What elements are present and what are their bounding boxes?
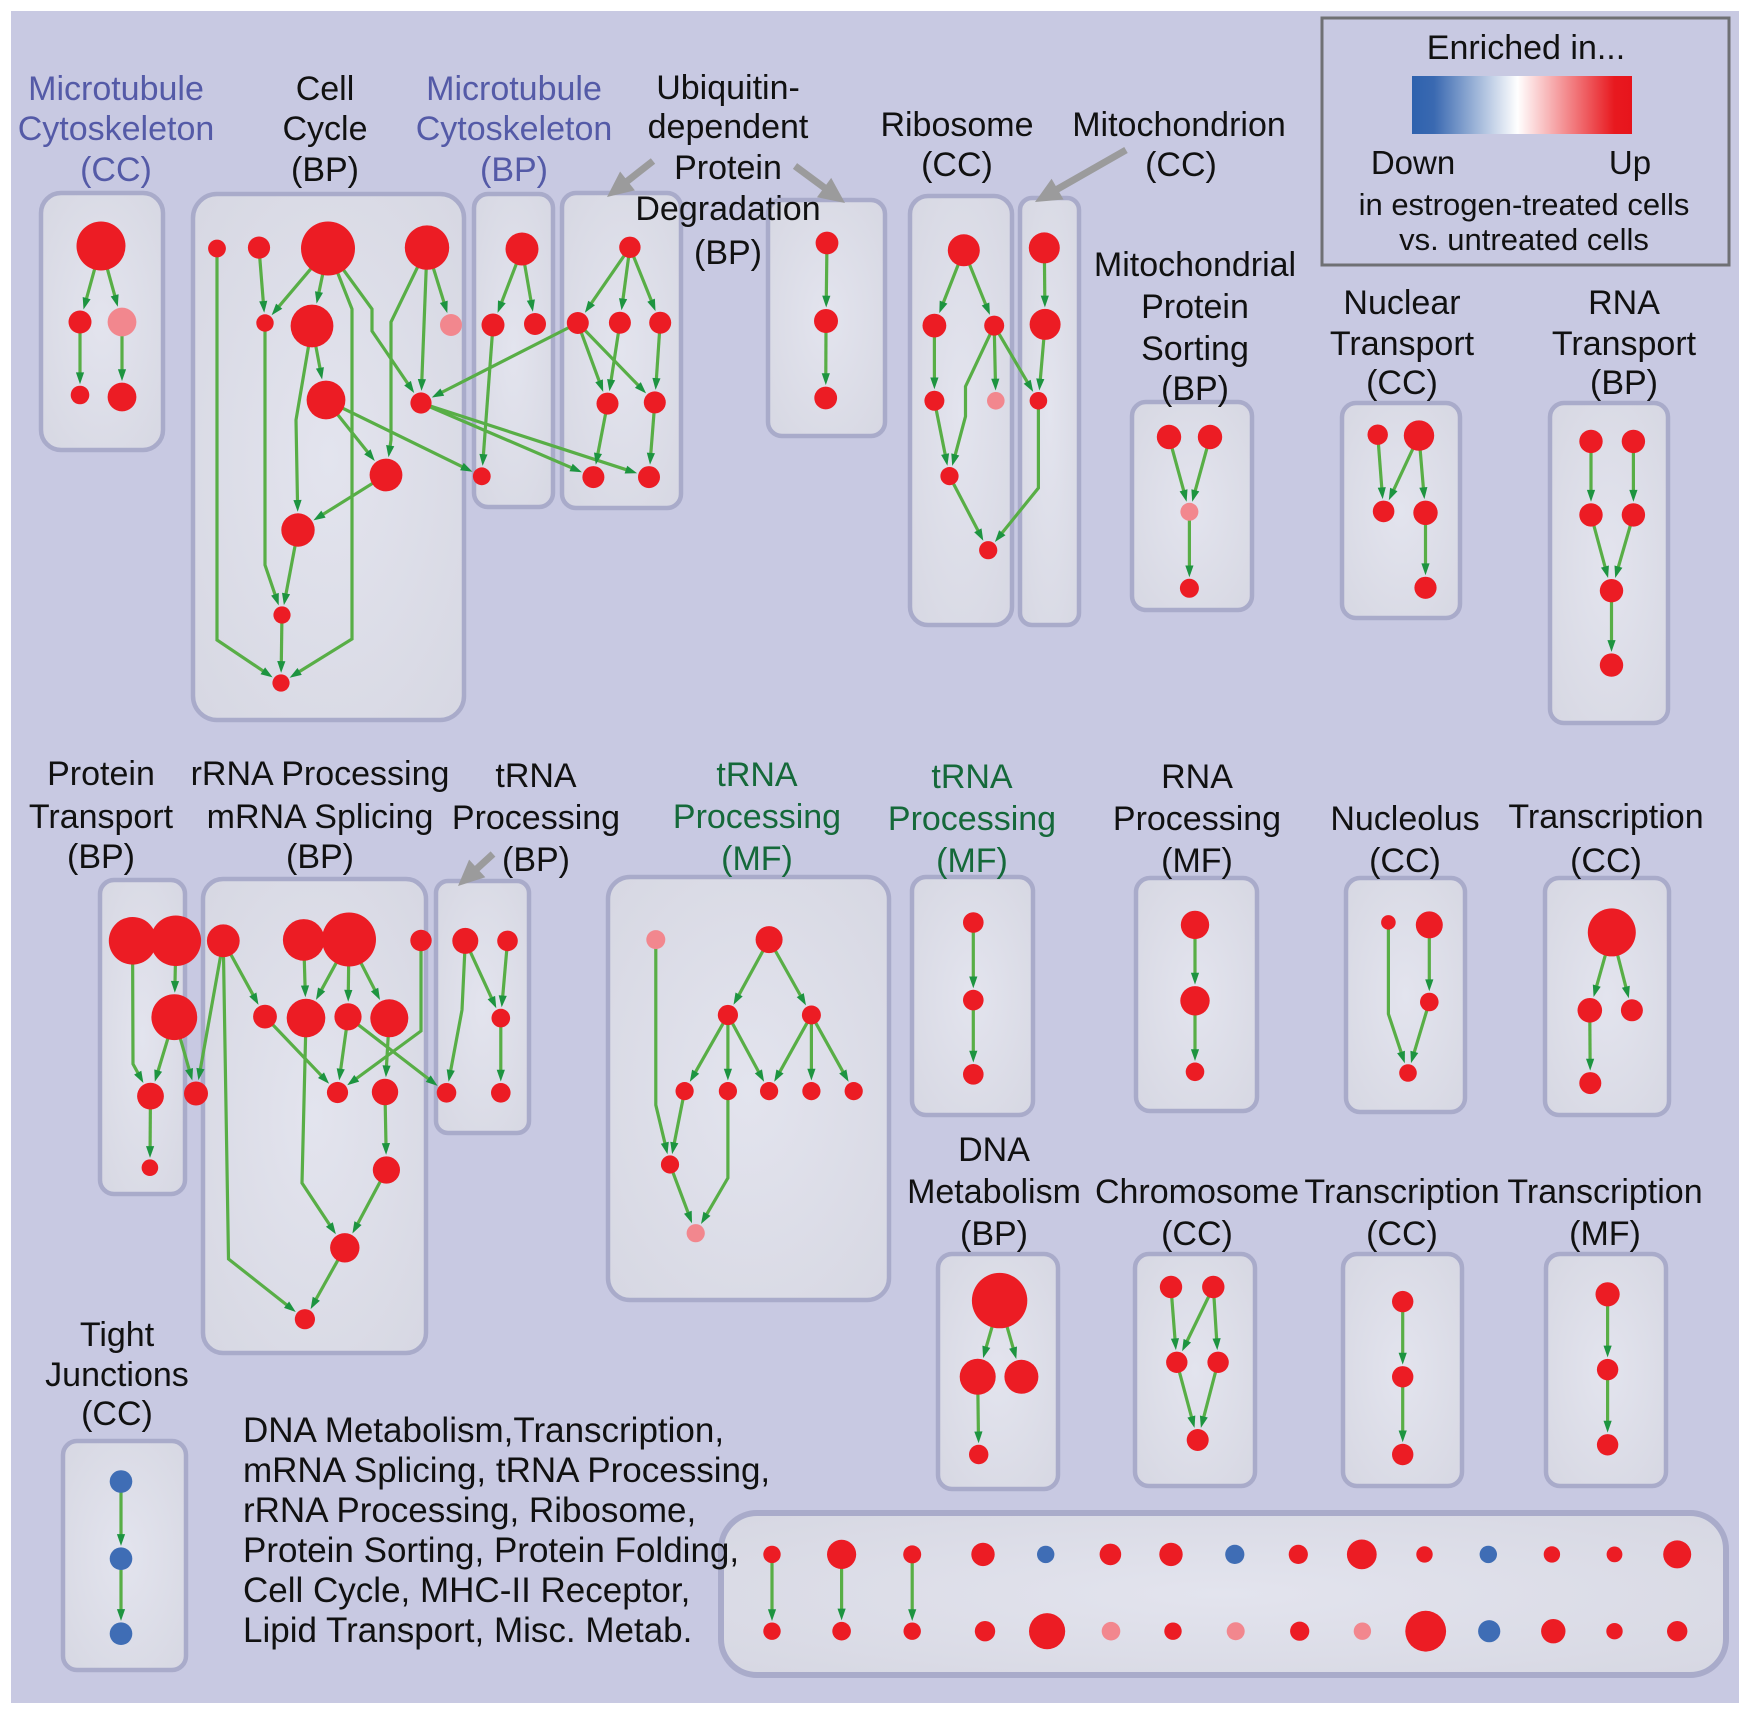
svg-text:(BP): (BP) <box>694 234 762 272</box>
svg-text:Processing: Processing <box>888 800 1056 838</box>
svg-text:in estrogen-treated cells: in estrogen-treated cells <box>1359 187 1690 222</box>
svg-text:Chromosome: Chromosome <box>1095 1173 1299 1211</box>
svg-text:Processing: Processing <box>1113 800 1281 838</box>
svg-text:(CC): (CC) <box>921 146 993 184</box>
svg-text:(CC): (CC) <box>1145 146 1217 184</box>
svg-text:(BP): (BP) <box>502 841 570 879</box>
svg-text:tRNA: tRNA <box>495 757 577 795</box>
svg-text:Ribosome: Ribosome <box>880 106 1033 144</box>
svg-text:(BP): (BP) <box>286 838 354 876</box>
svg-text:Microtubule: Microtubule <box>426 70 602 108</box>
svg-text:Nuclear: Nuclear <box>1343 284 1460 322</box>
svg-text:Transport: Transport <box>29 798 174 836</box>
svg-text:Cell Cycle, MHC-II Receptor,: Cell Cycle, MHC-II Receptor, <box>243 1571 690 1610</box>
svg-text:Cytoskeleton: Cytoskeleton <box>416 110 613 148</box>
svg-text:(MF): (MF) <box>1161 842 1233 880</box>
svg-text:vs. untreated cells: vs. untreated cells <box>1399 222 1649 257</box>
svg-text:Degradation: Degradation <box>635 190 820 228</box>
svg-text:(BP): (BP) <box>960 1215 1028 1253</box>
svg-text:Transcription: Transcription <box>1508 798 1703 836</box>
svg-text:DNA Metabolism,Transcription,: DNA Metabolism,Transcription, <box>243 1411 724 1450</box>
svg-text:(MF): (MF) <box>1569 1215 1641 1253</box>
svg-text:Tight: Tight <box>80 1316 155 1354</box>
svg-text:(CC): (CC) <box>1161 1215 1233 1253</box>
svg-text:Junctions: Junctions <box>45 1356 189 1394</box>
svg-text:DNA: DNA <box>958 1131 1030 1169</box>
svg-text:Protein Sorting, Protein Foldi: Protein Sorting, Protein Folding, <box>243 1531 739 1570</box>
svg-text:Nucleolus: Nucleolus <box>1330 800 1479 838</box>
svg-text:Ubiquitin-: Ubiquitin- <box>656 69 800 107</box>
svg-text:tRNA: tRNA <box>716 756 798 794</box>
svg-text:Metabolism: Metabolism <box>907 1173 1081 1211</box>
svg-text:Cycle: Cycle <box>282 110 367 148</box>
svg-text:mRNA Splicing: mRNA Splicing <box>207 798 434 836</box>
svg-text:Down: Down <box>1371 144 1455 181</box>
svg-text:Microtubule: Microtubule <box>28 70 204 108</box>
svg-text:Enriched in...: Enriched in... <box>1427 29 1625 67</box>
svg-text:RNA: RNA <box>1161 758 1233 796</box>
svg-text:Cell: Cell <box>296 70 355 108</box>
svg-text:Up: Up <box>1609 144 1651 181</box>
svg-text:Protein: Protein <box>674 149 782 187</box>
svg-text:(MF): (MF) <box>936 842 1008 880</box>
svg-text:(BP): (BP) <box>480 151 548 189</box>
svg-text:(BP): (BP) <box>67 838 135 876</box>
svg-text:(CC): (CC) <box>80 151 152 189</box>
svg-text:(CC): (CC) <box>1366 1215 1438 1253</box>
svg-text:Processing: Processing <box>452 799 620 837</box>
svg-text:rRNA Processing: rRNA Processing <box>191 755 450 793</box>
svg-text:mRNA Splicing, tRNA Processing: mRNA Splicing, tRNA Processing, <box>243 1451 770 1490</box>
svg-text:Protein: Protein <box>1141 288 1249 326</box>
svg-text:Transcription: Transcription <box>1304 1173 1499 1211</box>
svg-text:(BP): (BP) <box>1161 370 1229 408</box>
svg-text:dependent: dependent <box>648 108 809 146</box>
svg-text:Lipid Transport, Misc. Metab.: Lipid Transport, Misc. Metab. <box>243 1611 692 1650</box>
svg-text:(CC): (CC) <box>1570 842 1642 880</box>
svg-text:(CC): (CC) <box>1366 364 1438 402</box>
svg-text:Protein: Protein <box>47 755 155 793</box>
svg-text:(CC): (CC) <box>1369 842 1441 880</box>
svg-text:Mitochondrial: Mitochondrial <box>1094 246 1296 284</box>
svg-text:Transcription: Transcription <box>1507 1173 1702 1211</box>
svg-text:(CC): (CC) <box>81 1395 153 1433</box>
svg-text:Mitochondrion: Mitochondrion <box>1072 106 1286 144</box>
svg-text:Sorting: Sorting <box>1141 330 1249 368</box>
svg-text:(BP): (BP) <box>1590 364 1658 402</box>
svg-text:Cytoskeleton: Cytoskeleton <box>18 110 215 148</box>
svg-text:Processing: Processing <box>673 798 841 836</box>
svg-text:Transport: Transport <box>1552 325 1697 363</box>
svg-text:(BP): (BP) <box>291 151 359 189</box>
svg-text:rRNA Processing, Ribosome,: rRNA Processing, Ribosome, <box>243 1491 696 1530</box>
svg-text:RNA: RNA <box>1588 284 1660 322</box>
svg-text:Transport: Transport <box>1330 325 1475 363</box>
svg-text:tRNA: tRNA <box>931 758 1013 796</box>
svg-text:(MF): (MF) <box>721 840 793 878</box>
